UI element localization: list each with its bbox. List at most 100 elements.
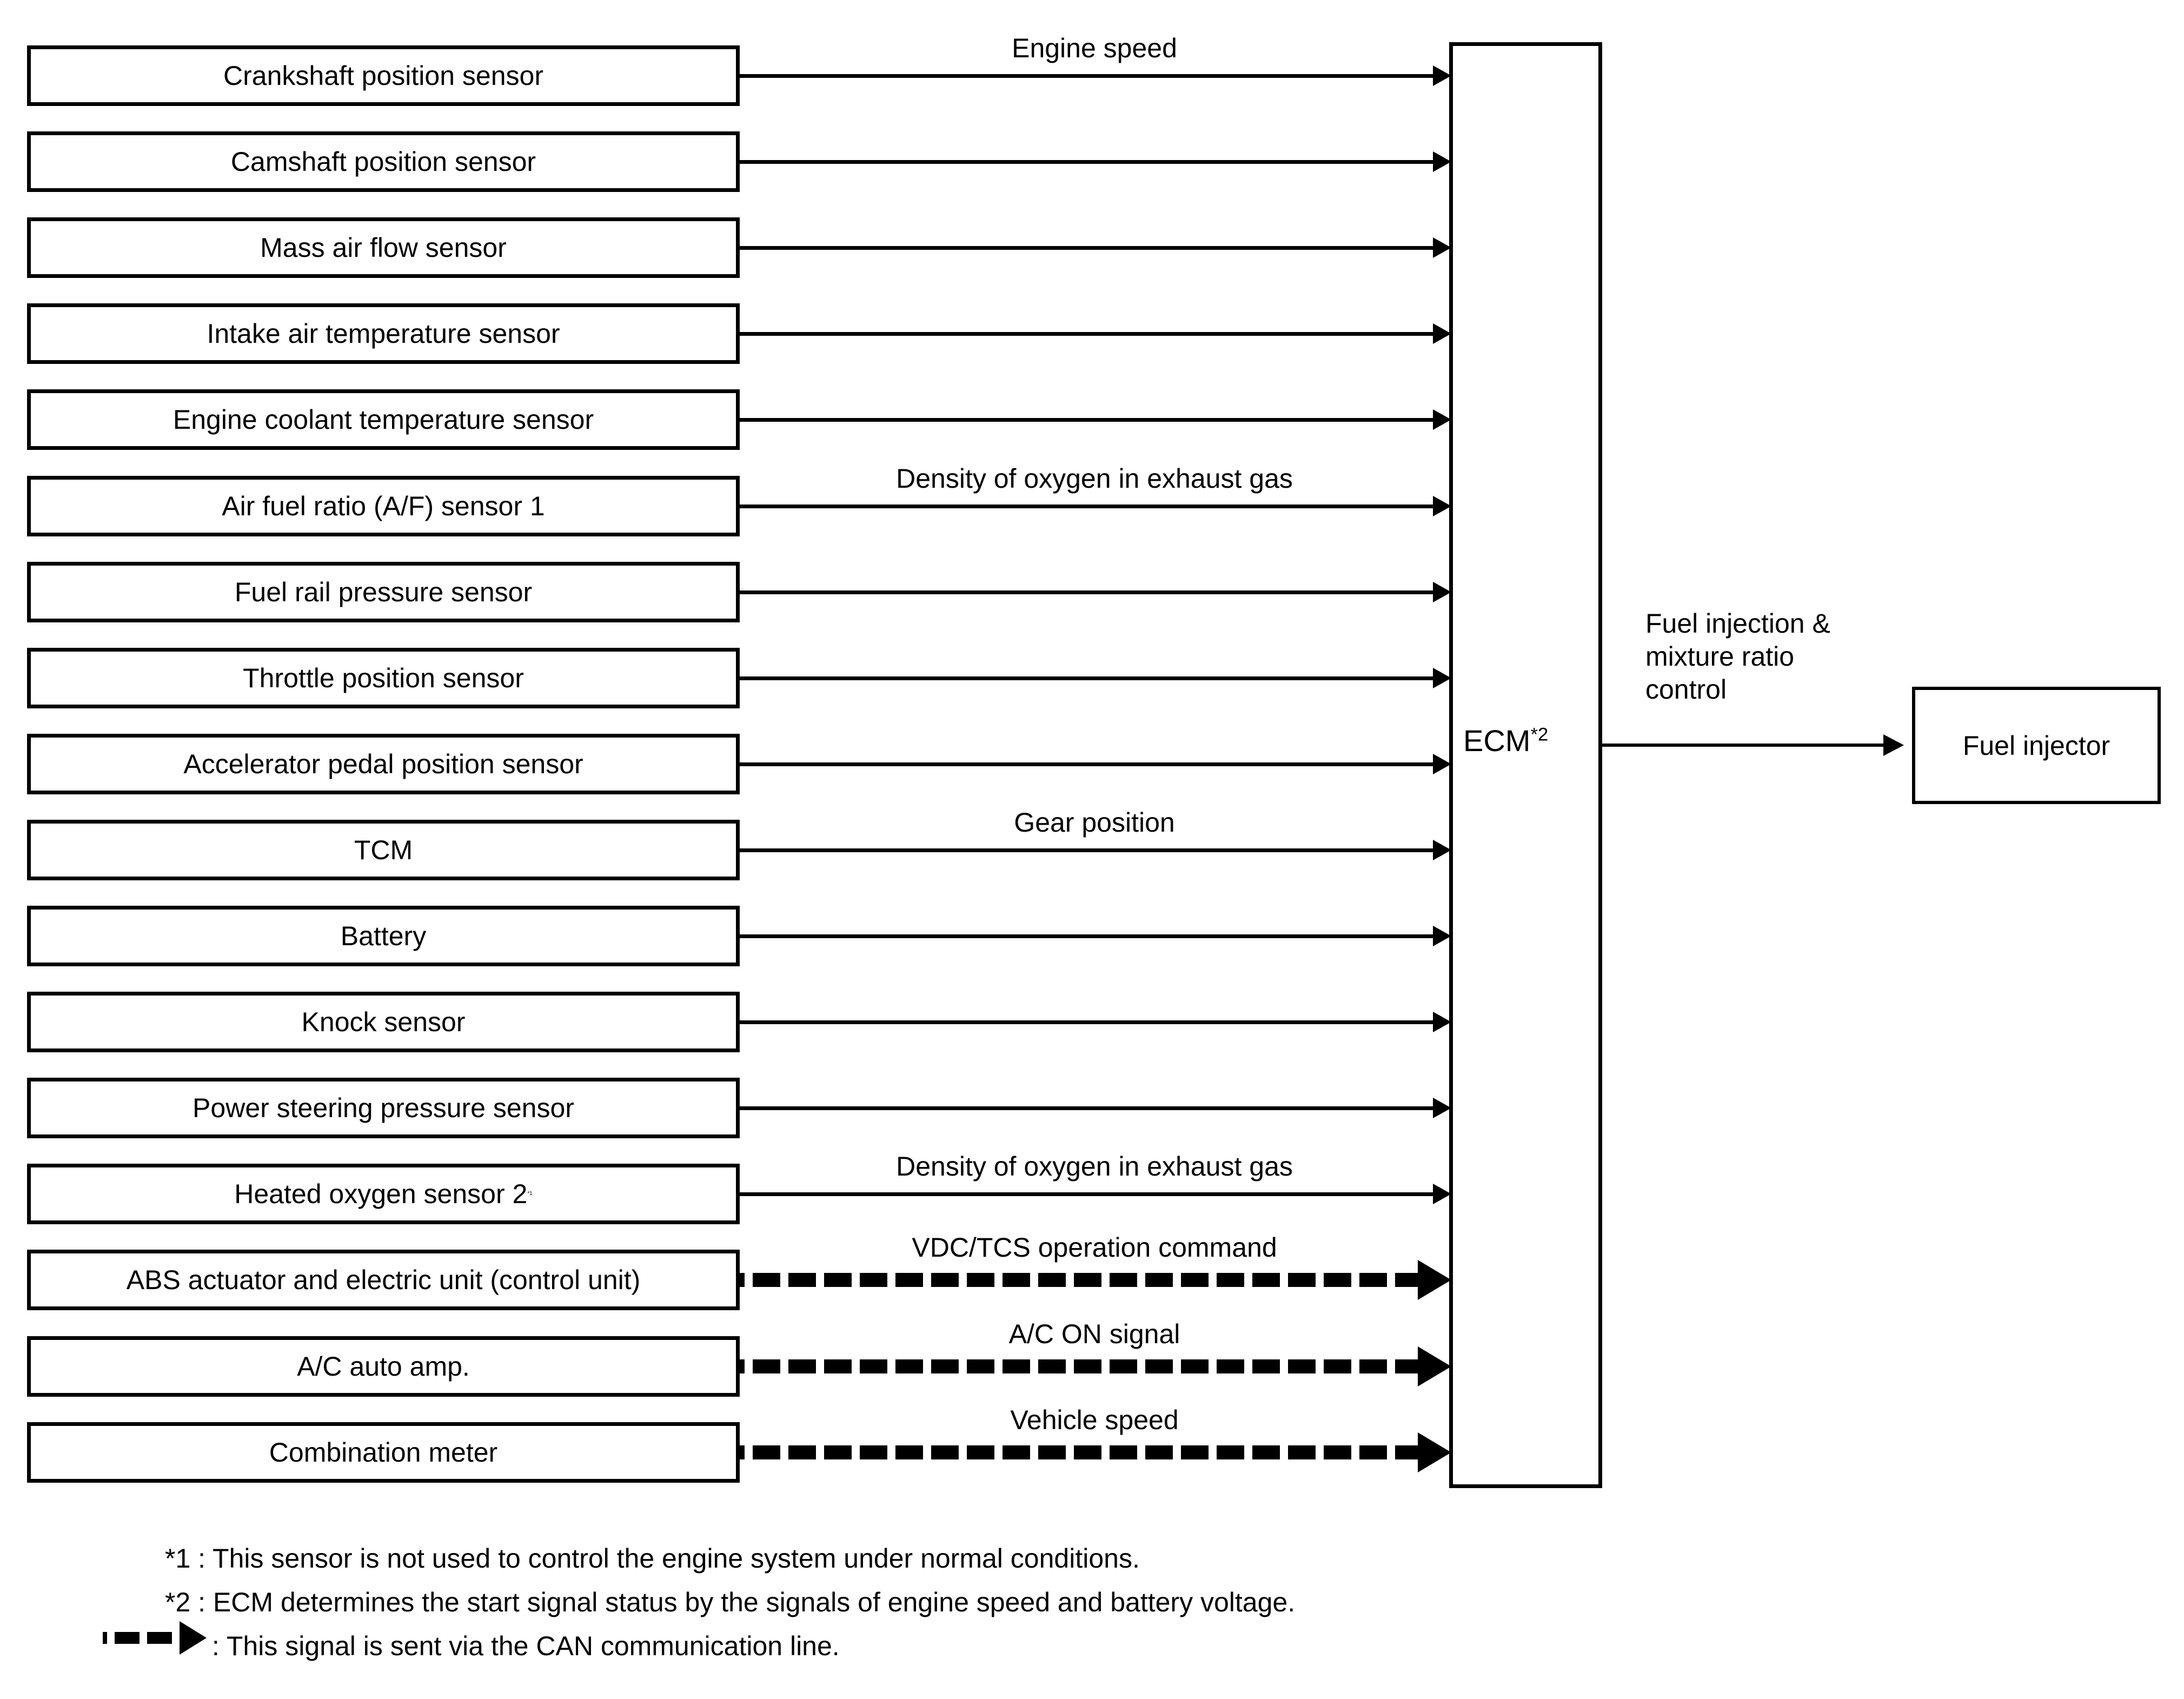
signal-arrow-shaft xyxy=(740,1192,1433,1196)
input-block[interactable]: Throttle position sensor xyxy=(27,648,740,708)
input-block-label: Knock sensor xyxy=(301,1007,466,1037)
input-block[interactable]: Engine coolant temperature sensor xyxy=(27,389,740,450)
connector-stub xyxy=(736,389,740,420)
input-block-label: ABS actuator and electric unit (control … xyxy=(126,1265,641,1295)
signal-arrow-head-icon xyxy=(1433,1012,1451,1032)
signal-arrow-head-icon xyxy=(1433,496,1451,516)
input-block[interactable]: A/C auto amp. xyxy=(27,1336,740,1397)
input-block-label: Air fuel ratio (A/F) sensor 1 xyxy=(222,491,545,521)
signal-label: Vehicle speed xyxy=(1010,1405,1179,1435)
signal-arrow-shaft xyxy=(740,1106,1433,1110)
signal-arrow-head-icon xyxy=(1433,151,1451,172)
connector-stub xyxy=(736,1422,740,1452)
signal-arrow-head-icon xyxy=(1433,65,1451,86)
input-block[interactable]: Crankshaft position sensor xyxy=(27,45,740,106)
signal-arrow-shaft xyxy=(740,676,1433,680)
signal-arrow-head-icon xyxy=(1433,1098,1451,1118)
connector-stub xyxy=(736,131,740,162)
signal-arrow-shaft xyxy=(740,246,1433,250)
output-signal-label: Fuel injection & mixture ratio control xyxy=(1645,608,1830,705)
connector-stub xyxy=(736,820,740,850)
connector-stub xyxy=(736,476,740,506)
signal-arrow-head-icon xyxy=(1433,409,1451,430)
input-block[interactable]: Knock sensor xyxy=(27,992,740,1052)
input-block-label: Accelerator pedal position sensor xyxy=(183,749,583,779)
input-block[interactable]: Intake air temperature sensor xyxy=(27,303,740,364)
input-block-label: Mass air flow sensor xyxy=(260,233,507,263)
signal-arrow-head-icon xyxy=(1433,323,1451,344)
input-block-label: Intake air temperature sensor xyxy=(207,318,560,349)
signal-arrow-shaft xyxy=(740,1020,1433,1024)
signal-label: Density of oxygen in exhaust gas xyxy=(896,463,1293,494)
input-block[interactable]: ABS actuator and electric unit (control … xyxy=(27,1250,740,1310)
connector-stub xyxy=(736,648,740,678)
input-block[interactable]: Heated oxygen sensor 2*1 xyxy=(27,1164,740,1224)
signal-arrow-shaft xyxy=(740,590,1433,594)
ecm-label-text: ECM xyxy=(1463,724,1531,758)
can-line-legend-arrow-icon xyxy=(180,1621,207,1655)
ecm-label: ECM*2 xyxy=(1463,723,1548,758)
input-block[interactable]: Air fuel ratio (A/F) sensor 1 xyxy=(27,476,740,536)
footnote-2: *2 : ECM determines the start signal sta… xyxy=(165,1587,1296,1617)
connector-stub xyxy=(736,45,740,76)
fuel-injector-block[interactable]: Fuel injector xyxy=(1912,687,2161,804)
connector-stub xyxy=(736,1336,740,1366)
signal-arrow-head-icon xyxy=(1433,582,1451,602)
ecm-block[interactable] xyxy=(1449,42,1602,1488)
input-block[interactable]: Accelerator pedal position sensor xyxy=(27,734,740,794)
signal-arrow-shaft xyxy=(740,848,1433,852)
input-block-label: Combination meter xyxy=(269,1437,498,1468)
signal-label: Density of oxygen in exhaust gas xyxy=(896,1151,1293,1182)
signal-arrow-shaft xyxy=(740,934,1433,938)
connector-stub xyxy=(736,303,740,334)
input-block-label: Throttle position sensor xyxy=(243,663,524,693)
can-arrow-head-icon xyxy=(1418,1346,1451,1386)
input-block-label: Battery xyxy=(340,921,427,951)
ecm-footnote-marker: *2 xyxy=(1530,724,1549,745)
footnote-1: *1 : This sensor is not used to control … xyxy=(165,1543,1140,1574)
signal-arrow-shaft xyxy=(740,505,1433,508)
signal-arrow-head-icon xyxy=(1433,237,1451,258)
input-block[interactable]: Camshaft position sensor xyxy=(27,131,740,192)
input-block[interactable]: Fuel rail pressure sensor xyxy=(27,562,740,622)
input-block-label: Heated oxygen sensor 2 xyxy=(234,1179,528,1209)
connector-stub xyxy=(736,1164,740,1194)
connector-stub xyxy=(736,1250,740,1280)
can-arrow-head-icon xyxy=(1418,1432,1451,1472)
footnote-3: : This signal is sent via the CAN commun… xyxy=(212,1631,840,1661)
can-signal-bar xyxy=(740,1359,1418,1373)
input-block-label: Fuel rail pressure sensor xyxy=(234,577,533,607)
signal-arrow-shaft xyxy=(740,418,1433,422)
signal-label: A/C ON signal xyxy=(1008,1319,1180,1349)
signal-arrow-head-icon xyxy=(1433,668,1451,688)
input-block-label: TCM xyxy=(354,835,413,865)
input-block-label: Engine coolant temperature sensor xyxy=(172,404,594,435)
output-arrow-head-icon xyxy=(1883,734,1904,756)
signal-label: VDC/TCS operation command xyxy=(912,1232,1277,1263)
connector-stub xyxy=(736,992,740,1022)
input-block-label: Power steering pressure sensor xyxy=(192,1093,574,1123)
signal-arrow-shaft xyxy=(740,74,1433,78)
connector-stub xyxy=(736,217,740,248)
signal-arrow-shaft xyxy=(740,332,1433,336)
signal-arrow-head-icon xyxy=(1433,840,1451,860)
input-block[interactable]: TCM xyxy=(27,820,740,880)
signal-arrow-head-icon xyxy=(1433,754,1451,774)
input-block[interactable]: Mass air flow sensor xyxy=(27,217,740,278)
connector-stub xyxy=(736,734,740,764)
connector-stub xyxy=(736,562,740,592)
input-block[interactable]: Battery xyxy=(27,906,740,966)
signal-arrow-head-icon xyxy=(1433,1184,1451,1204)
output-arrow-shaft xyxy=(1602,744,1883,747)
connector-stub xyxy=(736,906,740,936)
fuel-injector-label: Fuel injector xyxy=(1962,730,2110,761)
signal-label: Engine speed xyxy=(1012,33,1177,63)
signal-arrow-head-icon xyxy=(1433,926,1451,946)
can-line-legend-bar-icon xyxy=(103,1632,181,1644)
input-block[interactable]: Combination meter xyxy=(27,1422,740,1483)
signal-arrow-shaft xyxy=(740,762,1433,766)
input-block[interactable]: Power steering pressure sensor xyxy=(27,1078,740,1138)
connector-stub xyxy=(736,1078,740,1108)
can-arrow-head-icon xyxy=(1418,1260,1451,1300)
